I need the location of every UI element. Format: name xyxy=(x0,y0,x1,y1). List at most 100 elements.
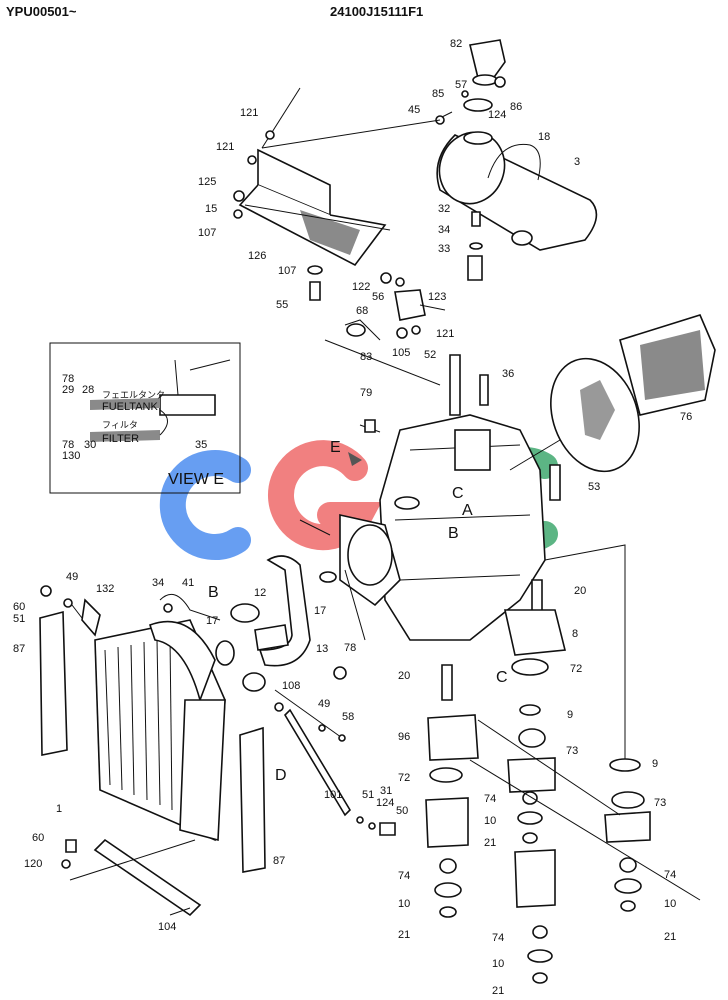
inset-label-35: 35 xyxy=(195,439,207,451)
part-label: 120 xyxy=(24,858,42,870)
part-label: 53 xyxy=(588,481,600,493)
part-label: 72 xyxy=(398,772,410,784)
part-label: 74 xyxy=(398,870,410,882)
engine xyxy=(299,314,716,760)
part-label: 21 xyxy=(492,985,504,997)
part-label: 57 xyxy=(455,79,467,91)
part-label: 49 xyxy=(318,698,330,710)
part-label: 85 xyxy=(432,88,444,100)
view-e-inset: 78 29 28 フェエルタンク FUELTANK 35 フィルタ FILTER… xyxy=(49,342,241,494)
part-label: 107 xyxy=(198,227,216,239)
part-label: 32 xyxy=(438,203,450,215)
part-label: 9 xyxy=(652,758,658,770)
part-number-labels: 82 57 85 86 45 124 18 3 121 121 125 15 1… xyxy=(13,38,692,997)
part-label: 68 xyxy=(356,305,368,317)
engine-mounts xyxy=(425,658,701,984)
part-label: 121 xyxy=(216,141,234,153)
muffler-bracket-parts xyxy=(324,272,446,386)
hoses xyxy=(215,555,396,836)
part-label: 76 xyxy=(680,411,692,423)
part-label: 18 xyxy=(538,131,550,143)
part-label: 3 xyxy=(574,156,580,168)
part-label: 125 xyxy=(198,176,216,188)
part-label: 78 xyxy=(344,642,356,654)
inset-label-29: 29 xyxy=(62,384,74,396)
header-left: YPU00501~ xyxy=(6,4,77,19)
part-label: 56 xyxy=(372,291,384,303)
part-label: 60 xyxy=(13,601,25,613)
part-label: 73 xyxy=(566,745,578,757)
part-label: 87 xyxy=(13,643,25,655)
part-label: 121 xyxy=(240,107,258,119)
part-label: 74 xyxy=(492,932,504,944)
view-letter-b: B xyxy=(208,584,219,601)
part-label: 107 xyxy=(278,265,296,277)
part-label: 87 xyxy=(273,855,285,867)
part-label: 121 xyxy=(436,328,454,340)
part-label: 108 xyxy=(282,680,300,692)
part-label: 96 xyxy=(398,731,410,743)
part-label: 79 xyxy=(360,387,372,399)
part-label: 15 xyxy=(205,203,217,215)
part-label: 8 xyxy=(572,628,578,640)
view-letter-b-engine: B xyxy=(448,525,459,542)
part-label: 9 xyxy=(567,709,573,721)
part-label: 132 xyxy=(96,583,114,595)
part-label: 58 xyxy=(342,711,354,723)
view-letter-c-engine: C xyxy=(452,485,464,502)
part-label: 34 xyxy=(152,577,164,589)
part-label: 10 xyxy=(492,958,504,970)
part-label: 72 xyxy=(570,663,582,675)
header-drawing-number: 24100J15111F1 xyxy=(330,4,424,19)
part-label: 21 xyxy=(398,929,410,941)
part-label: 21 xyxy=(484,837,496,849)
radiator xyxy=(39,585,266,917)
view-letter-d: D xyxy=(275,767,287,784)
part-label: 50 xyxy=(396,805,408,817)
view-e-arrow-icon xyxy=(348,452,362,466)
part-label: 10 xyxy=(664,898,676,910)
part-label: 126 xyxy=(248,250,266,262)
part-label: 51 xyxy=(13,613,25,625)
filter-label: FILTER xyxy=(102,433,139,445)
part-label: 55 xyxy=(276,299,288,311)
view-letter-c: C xyxy=(496,669,508,686)
inset-label-30: 30 xyxy=(84,439,96,451)
part-label: 49 xyxy=(66,571,78,583)
view-e-title: VIEW E xyxy=(168,471,224,488)
part-label: 60 xyxy=(32,832,44,844)
part-label: 51 xyxy=(362,789,374,801)
view-letters: E A B C D B C xyxy=(208,439,508,784)
part-label: 86 xyxy=(510,101,522,113)
fuel-tank-jp: フェエルタンク xyxy=(102,390,165,400)
inset-label-130: 130 xyxy=(62,450,80,462)
part-label: 33 xyxy=(438,243,450,255)
inset-label-28: 28 xyxy=(82,384,94,396)
view-letter-a: A xyxy=(462,502,473,519)
part-label: 21 xyxy=(664,931,676,943)
part-label: 104 xyxy=(158,921,176,933)
part-label: 83 xyxy=(360,351,372,363)
part-label: 45 xyxy=(408,104,420,116)
part-label: 82 xyxy=(450,38,462,50)
part-label: 74 xyxy=(664,869,676,881)
part-label: 1 xyxy=(56,803,62,815)
part-label: 17 xyxy=(206,615,218,627)
filter-jp: フィルタ xyxy=(102,420,138,430)
part-label: 20 xyxy=(398,670,410,682)
part-label: 36 xyxy=(502,368,514,380)
watermark-letter-c-blue xyxy=(159,450,251,560)
part-label: 73 xyxy=(654,797,666,809)
inset-label-78b: 78 xyxy=(62,439,74,451)
part-label: 41 xyxy=(182,577,194,589)
part-label: 17 xyxy=(314,605,326,617)
part-label: 105 xyxy=(392,347,410,359)
fuel-tank-label: FUELTANK xyxy=(102,401,158,413)
part-label: 122 xyxy=(352,281,370,293)
part-label: 20 xyxy=(574,585,586,597)
part-label: 74 xyxy=(484,793,496,805)
part-label: 12 xyxy=(254,587,266,599)
inset-label-78a: 78 xyxy=(62,373,74,385)
part-label: 123 xyxy=(428,291,446,303)
